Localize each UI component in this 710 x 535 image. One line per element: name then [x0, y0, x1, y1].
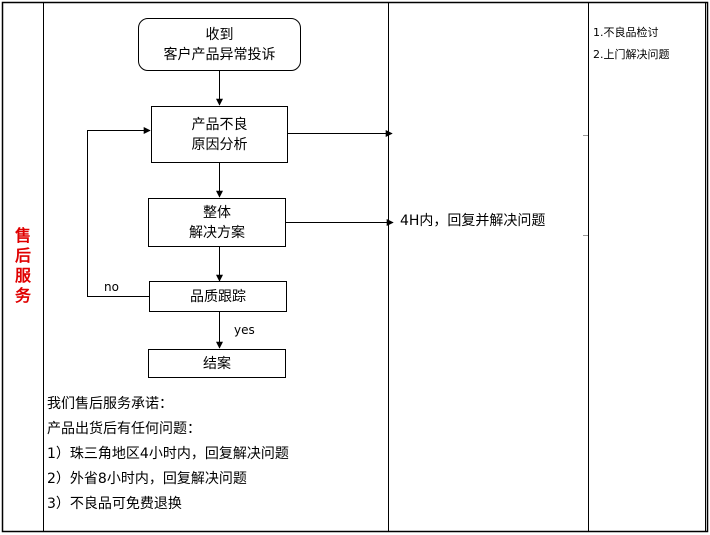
- start-node: 收到 客户产品异常投诉: [138, 18, 301, 71]
- promise-heading: 我们售后服务承诺：: [47, 396, 173, 412]
- promise-item: 1）珠三角地区4小时内，回复解决问题: [47, 446, 289, 462]
- tracking-node-label: 品质跟踪: [190, 288, 246, 305]
- analysis-node: 产品不良 原因分析: [151, 106, 288, 163]
- promise-item: 2）外省8小时内，回复解决问题: [47, 471, 247, 487]
- tracking-node: 品质跟踪: [149, 281, 287, 312]
- service-promise: 我们售后服务承诺： 产品出货后有任何问题： 1）珠三角地区4小时内，回复解决问题…: [47, 392, 383, 517]
- promise-subheading: 产品出货后有任何问题：: [47, 421, 201, 437]
- right-list-item: 1.不良品检讨: [593, 26, 659, 39]
- analysis-node-line2: 原因分析: [191, 136, 248, 153]
- right-list-item: 2.上门解决问题: [593, 48, 670, 61]
- solution-node-line1: 整体: [203, 204, 231, 221]
- start-node-line2: 客户产品异常投诉: [163, 46, 276, 63]
- sidebar: 售后服务: [3, 2, 43, 530]
- close-node: 结案: [148, 349, 286, 378]
- response-text: 4H内，回复并解决问题: [400, 213, 546, 229]
- right-list: 1.不良品检讨 2.上门解决问题: [593, 22, 705, 66]
- yes-label: yes: [234, 323, 255, 337]
- solution-node-line2: 解决方案: [189, 224, 245, 241]
- analysis-node-line1: 产品不良: [191, 116, 248, 133]
- start-node-line1: 收到: [205, 26, 234, 43]
- promise-item: 3）不良品可免费退换: [47, 496, 182, 512]
- close-node-label: 结案: [203, 355, 231, 372]
- arrow-no-loop: [87, 127, 151, 297]
- sidebar-title: 售后服务: [14, 226, 31, 305]
- no-label: no: [104, 280, 119, 294]
- solution-node: 整体 解决方案: [148, 198, 286, 247]
